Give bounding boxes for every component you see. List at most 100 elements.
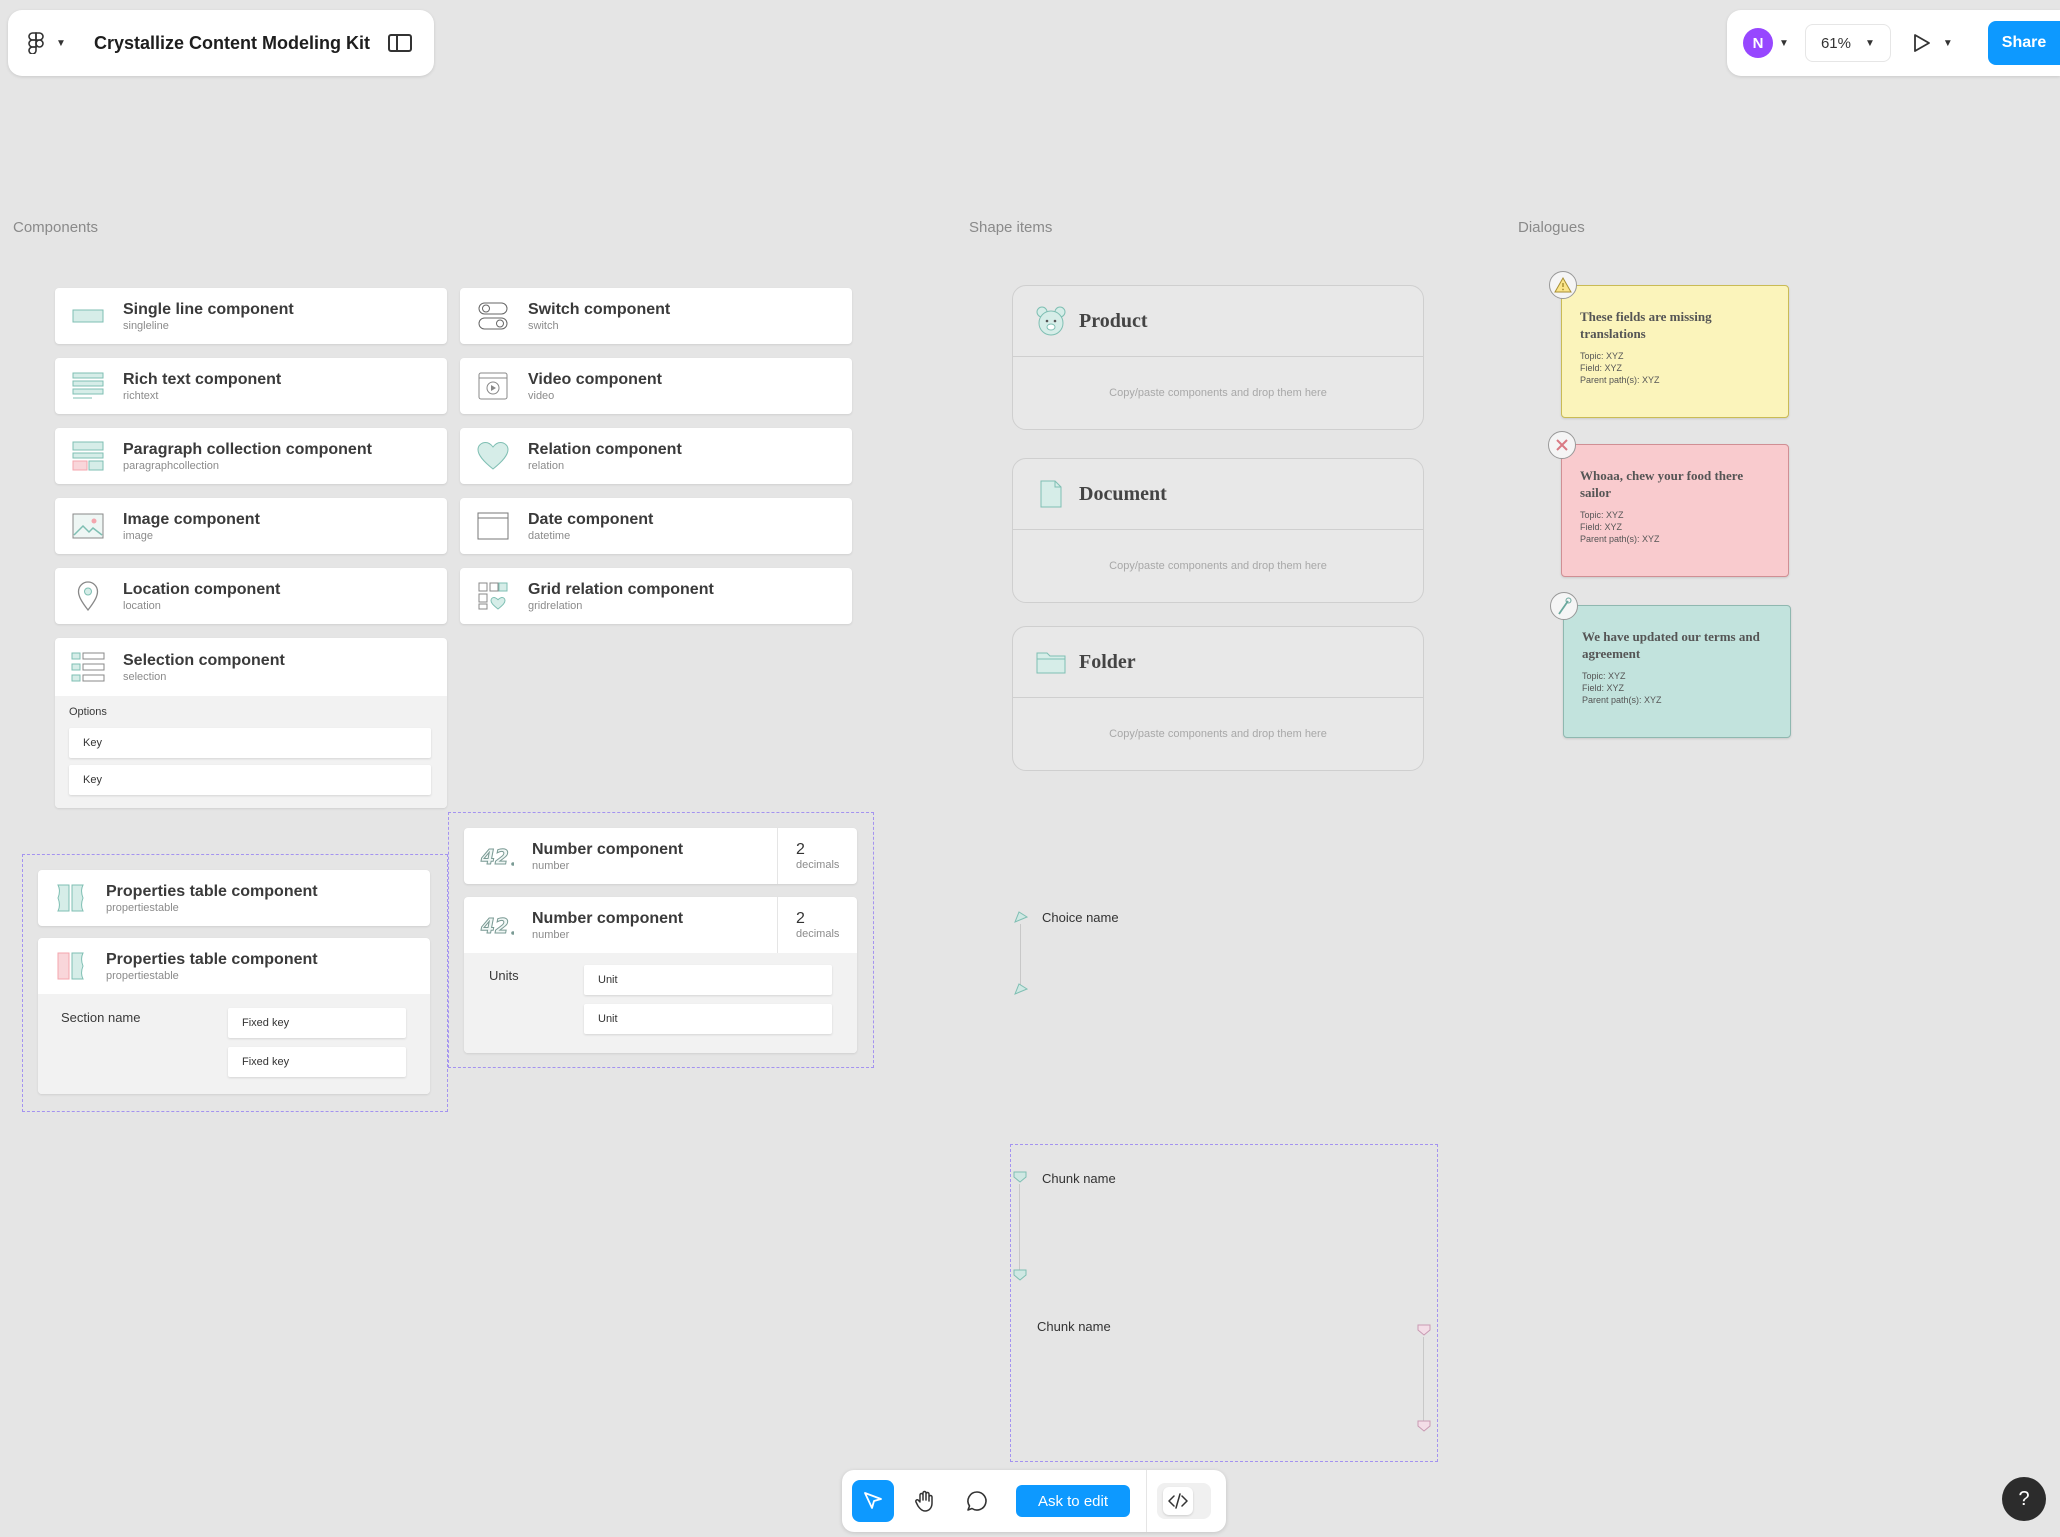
choice-connector [1020, 924, 1021, 986]
dialogue-error: Whoaa, chew your food there sailor Topic… [1561, 444, 1789, 577]
component-key: richtext [123, 389, 159, 402]
play-icon [1914, 34, 1930, 52]
fixed-key-field[interactable]: Fixed key [228, 1008, 406, 1038]
calendar-icon [476, 511, 510, 541]
component-name: Grid relation component [528, 580, 714, 598]
dev-mode-toggle[interactable] [1157, 1483, 1211, 1519]
component-key: gridrelation [528, 599, 583, 612]
decimals-value: 2 [796, 910, 805, 927]
component-name: Date component [528, 510, 654, 528]
chevron-down-icon[interactable]: ▼ [1779, 37, 1789, 49]
singleline-icon [71, 301, 105, 331]
dialogue-meta-line: Parent path(s): XYZ [1582, 695, 1662, 705]
choice-top-marker-icon [1013, 910, 1029, 929]
shape-card-folder[interactable]: Folder Copy/paste components and drop th… [1012, 626, 1424, 771]
teddy-bear-icon [1035, 305, 1067, 337]
component-key: location [123, 599, 161, 612]
component-name: Switch component [528, 300, 671, 318]
component-name: Single line component [123, 300, 294, 318]
chunk-variant-group [1010, 1144, 1438, 1462]
decimals-label: decimals [796, 928, 840, 940]
chunk-connector [1019, 1184, 1020, 1272]
propertiestable-icon [54, 951, 88, 981]
component-key: number [532, 859, 570, 872]
ask-to-edit-button[interactable]: Ask to edit [1016, 1485, 1130, 1517]
dialogue-title: We have updated our terms and agreement [1582, 629, 1760, 661]
share-button[interactable]: Share [1988, 21, 2060, 65]
close-x-icon [1548, 431, 1576, 459]
chunk-bottom-marker-icon [1012, 1268, 1028, 1287]
dialogue-warning: These fields are missing translations To… [1561, 285, 1789, 418]
drop-hint: Copy/paste components and drop them here [1109, 560, 1327, 572]
paragraphcollection-icon [71, 441, 105, 471]
component-name: Selection component [123, 651, 285, 669]
component-name: Image component [123, 510, 260, 528]
number-42-icon: 42 [480, 910, 514, 940]
chevron-down-icon[interactable]: ▼ [1942, 37, 1953, 49]
document-icon [1035, 478, 1067, 510]
heart-icon [476, 441, 510, 471]
hand-tool-button[interactable] [904, 1480, 946, 1522]
present-button[interactable] [1907, 28, 1937, 58]
shape-card-product[interactable]: Product Copy/paste components and drop t… [1012, 285, 1424, 430]
dialogue-meta-line: Field: XYZ [1580, 522, 1623, 532]
file-title[interactable]: Crystallize Content Modeling Kit [94, 32, 371, 53]
comment-tool-button[interactable] [956, 1480, 998, 1522]
component-key: relation [528, 459, 565, 472]
dialogue-meta: Topic: XYZ Field: XYZ Parent path(s): XY… [1580, 509, 1770, 545]
shape-title: Product [1079, 309, 1148, 332]
component-name: Properties table component [106, 882, 318, 900]
share-bar: N ▼ 61% ▼ ▼ Share [1727, 10, 2060, 76]
code-icon [1163, 1487, 1193, 1515]
bottom-toolbar: Ask to edit [842, 1470, 1226, 1532]
shape-header: Folder [1013, 627, 1423, 698]
avatar[interactable]: N [1743, 28, 1773, 58]
component-name: Relation component [528, 440, 682, 458]
propertiestable-icon [54, 883, 88, 913]
component-name: Video component [528, 370, 662, 388]
component-key: paragraphcollection [123, 459, 220, 472]
sidebar-toggle-icon[interactable] [388, 34, 412, 52]
dialogue-meta-line: Parent path(s): XYZ [1580, 375, 1660, 385]
component-key: singleline [123, 319, 169, 332]
drop-hint: Copy/paste components and drop them here [1109, 387, 1327, 399]
fixed-key-field[interactable]: Fixed key [228, 1047, 406, 1077]
unit-field[interactable]: Unit [584, 1004, 832, 1034]
number-42-icon: 42 [480, 841, 514, 871]
dialogue-meta-line: Topic: XYZ [1580, 510, 1624, 520]
zoom-control[interactable]: 61% ▼ [1804, 24, 1891, 62]
help-button[interactable]: ? [2002, 1477, 2046, 1521]
unit-field[interactable]: Unit [584, 965, 832, 995]
option-key-field[interactable]: Key [69, 765, 431, 795]
hand-icon [915, 1490, 933, 1512]
main-menu-button[interactable]: ▼ [28, 23, 76, 63]
dialogue-meta-line: Field: XYZ [1580, 363, 1623, 373]
component-name: Rich text component [123, 370, 282, 388]
move-tool-button[interactable] [852, 1480, 894, 1522]
switch-icon [476, 301, 510, 331]
shape-card-document[interactable]: Document Copy/paste components and drop … [1012, 458, 1424, 603]
option-key-field[interactable]: Key [69, 728, 431, 758]
richtext-icon [71, 371, 105, 401]
location-pin-icon [71, 581, 105, 611]
choice-name-label: Choice name [1042, 910, 1119, 925]
drop-hint: Copy/paste components and drop them here [1109, 728, 1327, 740]
decimals-label: decimals [796, 859, 840, 871]
